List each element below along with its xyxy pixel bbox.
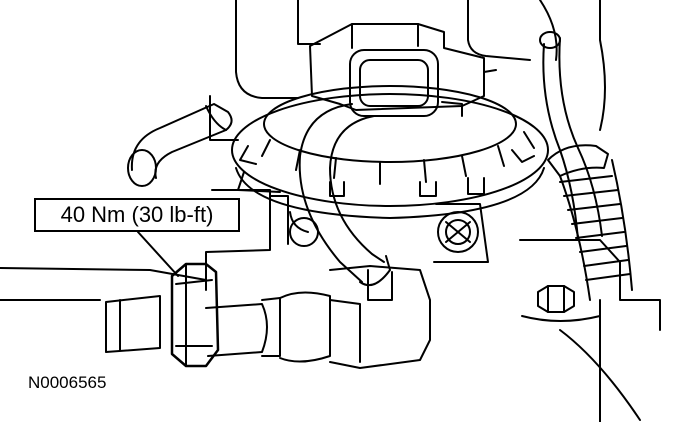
- vacuum-hose: [298, 103, 391, 286]
- wiring-harness: [539, 31, 633, 301]
- tube-flange: [269, 195, 489, 263]
- torque-callout-label: 40 Nm (30 lb-ft): [34, 198, 240, 232]
- electrical-connector: [309, 23, 497, 117]
- mounting-bolt: [521, 285, 601, 322]
- tube-nut[interactable]: [170, 262, 220, 368]
- figure-id: N0006565: [28, 373, 107, 392]
- egr-tube-assembly: [105, 265, 431, 369]
- callout-leader-line: [137, 231, 179, 277]
- egr-valve-body: [231, 85, 549, 219]
- vacuum-pipe: [127, 103, 233, 187]
